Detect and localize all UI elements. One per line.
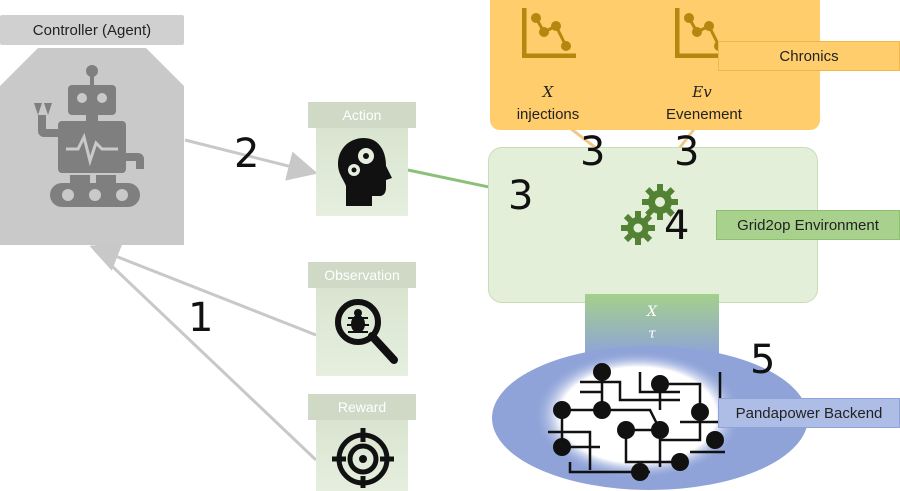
- controller-panel: Controller (Agent): [0, 15, 184, 245]
- grid-network-icon: [548, 363, 725, 481]
- reward-title: Reward: [308, 394, 416, 420]
- injections-label: injections: [516, 105, 580, 123]
- evenement-symbol: Ev: [692, 83, 712, 101]
- step-4: 4: [664, 203, 690, 249]
- arrow-observation-to-agent: [89, 242, 317, 337]
- controller-title: Controller (Agent): [0, 15, 184, 45]
- chart-icon: [522, 8, 576, 58]
- injections-symbol: X: [542, 83, 554, 101]
- environment-label: Grid2op Environment: [716, 210, 900, 240]
- transfer-symbol-tau: τ: [648, 326, 656, 342]
- reward-panel: Reward: [308, 394, 416, 491]
- backend-label: Pandapower Backend: [718, 398, 900, 428]
- observation-panel: Observation: [308, 262, 416, 376]
- transfer-symbol-x: X: [647, 304, 657, 320]
- target-icon: [332, 428, 394, 488]
- step-3-injections: 3: [580, 129, 606, 175]
- gears-icon: [621, 184, 678, 245]
- head-gears-icon: [338, 138, 392, 206]
- evenement-label: Evenement: [666, 105, 742, 123]
- step-1: 1: [188, 295, 214, 341]
- action-panel: Action: [308, 102, 416, 216]
- action-title: Action: [308, 102, 416, 128]
- chronics-label: Chronics: [718, 41, 900, 71]
- chart-icon: [675, 8, 729, 58]
- arrow-reward-to-agent: [93, 248, 318, 462]
- robot-icon: [34, 65, 144, 207]
- step-3-evenement: 3: [674, 129, 700, 175]
- step-2: 2: [234, 131, 260, 177]
- step-5: 5: [750, 337, 776, 383]
- step-3-action: 3: [508, 173, 534, 219]
- arrow-agent-to-action: [184, 138, 318, 181]
- observation-title: Observation: [308, 262, 416, 288]
- transfer-box: [585, 294, 719, 356]
- magnifier-bug-icon: [335, 299, 398, 364]
